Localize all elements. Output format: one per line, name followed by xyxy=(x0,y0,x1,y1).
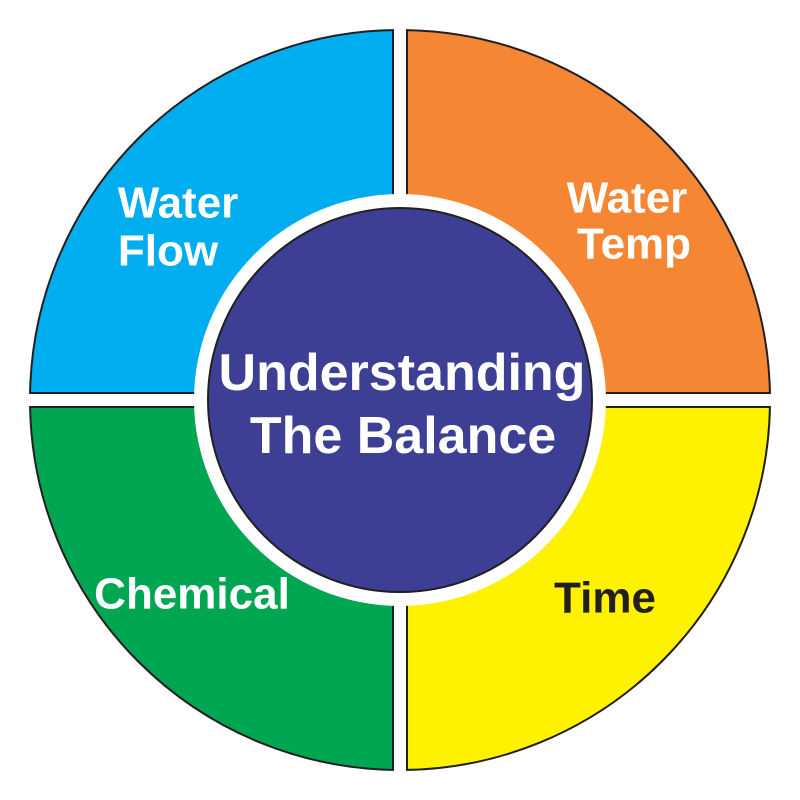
center-title-line1: Understanding xyxy=(219,344,586,402)
label-water-temp-line2: Temp xyxy=(577,220,691,269)
center-title-line2: The Balance xyxy=(250,407,556,465)
center-circle xyxy=(207,207,593,593)
label-water-temp-line1: Water xyxy=(567,174,688,223)
label-water-flow-line1: Water xyxy=(118,179,239,228)
label-water-flow-line2: Flow xyxy=(118,227,219,276)
label-time: Time xyxy=(554,574,656,623)
label-chemical: Chemical xyxy=(94,570,290,619)
